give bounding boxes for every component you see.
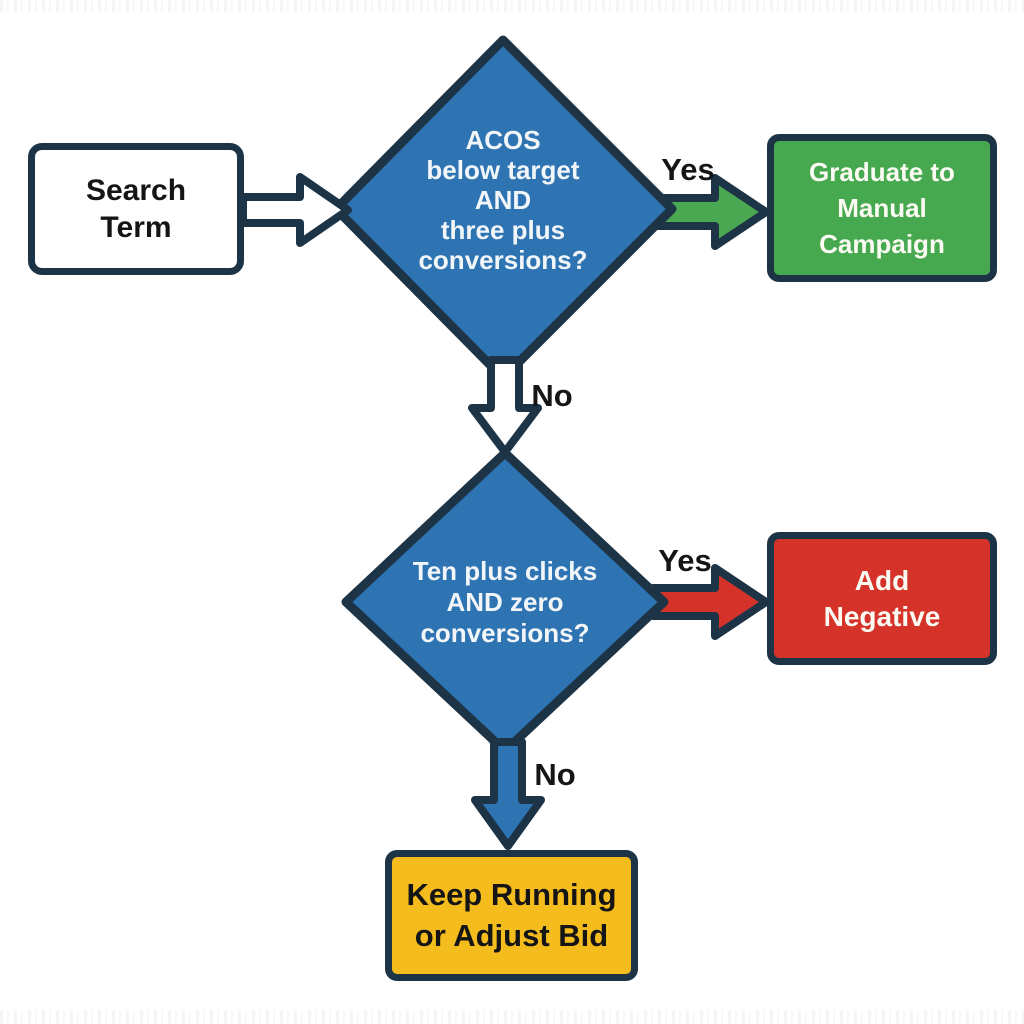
node-search-term: Search Term: [28, 143, 244, 275]
arrow-acos-no: [468, 356, 542, 456]
arrow-clicks-no: [471, 738, 545, 850]
node-add-negative: Add Negative: [767, 532, 997, 665]
cropped-text-noise-bottom: [0, 1010, 1024, 1024]
edge-label-clicks-yes: Yes: [658, 543, 712, 578]
node-keep-running-or-adjust-bid: Keep Running or Adjust Bid: [385, 850, 638, 981]
arrow-search-to-acos: [239, 173, 352, 247]
edge-label-acos-yes: Yes: [661, 152, 715, 187]
edge-label-clicks-no: No: [534, 757, 576, 792]
decision-acos-label: ACOS below target AND three plus convers…: [418, 125, 588, 275]
edge-label-acos-no: No: [531, 378, 573, 413]
node-graduate-to-manual-campaign: Graduate to Manual Campaign: [767, 134, 997, 282]
decision-clicks-label: Ten plus clicks AND zero conversions?: [412, 556, 598, 648]
cropped-text-noise-top: [0, 0, 1024, 12]
arrow-acos-yes: [654, 174, 770, 250]
arrow-clicks-yes: [649, 564, 770, 640]
